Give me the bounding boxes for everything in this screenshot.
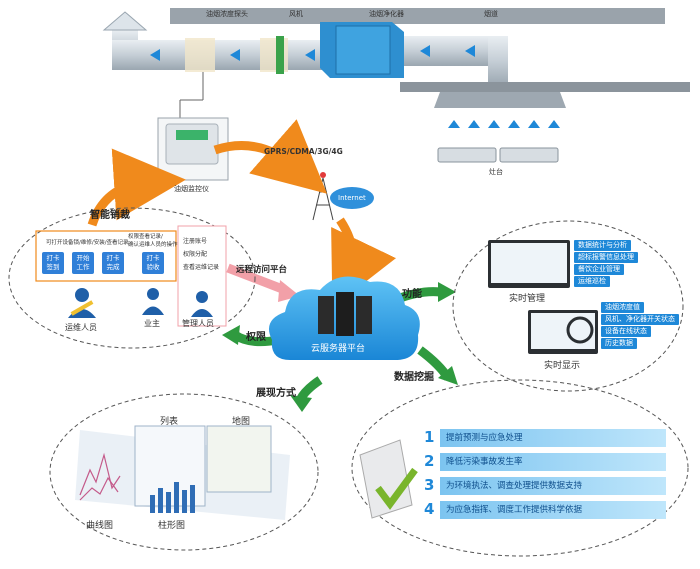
magnifier-icon xyxy=(566,316,594,344)
display-label: 展现方式 xyxy=(256,388,296,399)
arrow-smart-lock xyxy=(87,148,186,227)
workflow-note: 可打开设备锁/维修/安装/查看记录 xyxy=(46,240,129,246)
smart-lock-label: 智能销裁 xyxy=(90,210,130,221)
step-finish: 打卡 完成 xyxy=(102,252,124,274)
confirm-note-2: 确认运维人员的操作 xyxy=(128,242,178,248)
arrow-network-to-cloud xyxy=(331,217,397,308)
airflow-arrows xyxy=(150,45,475,61)
stove-label: 灶台 xyxy=(489,168,503,176)
mining-label: 数据挖掘 xyxy=(394,372,434,383)
arrow-monitor-to-network xyxy=(213,119,328,194)
display-map-label: 地图 xyxy=(232,417,251,427)
purifier-label: 油烟净化器 xyxy=(369,10,404,18)
step-start-work: 开始 工作 xyxy=(72,252,94,274)
mining-item-1: 提前预测与应急处理 xyxy=(440,429,666,447)
mgmt-item-patrol: 运维巡检 xyxy=(574,276,610,287)
checklist-doc xyxy=(359,439,413,519)
duct-label: 烟道 xyxy=(484,10,498,18)
role-maintainer: 运维人员 xyxy=(65,323,97,332)
role-ellipse xyxy=(8,207,256,349)
stove-right xyxy=(499,147,559,163)
permission-label: 权限 xyxy=(246,332,266,343)
mining-ellipse xyxy=(351,379,689,557)
map-screen xyxy=(206,425,272,493)
signal-tower-icon xyxy=(312,177,334,221)
probe-label: 油烟浓度探头 xyxy=(206,10,248,18)
server-icon xyxy=(318,296,334,334)
realtime-show-label: 实时显示 xyxy=(544,361,581,371)
display-curve-label: 曲线图 xyxy=(86,521,114,531)
mgmt-item-stats: 数据统计与分析 xyxy=(574,240,631,251)
mgmt-item-alarm: 超标报警信息处理 xyxy=(574,252,638,263)
admin-item-permission: 权限分配 xyxy=(183,251,208,258)
mining-num-4: 4 xyxy=(424,500,435,518)
maintainer-avatar-icon xyxy=(68,288,96,318)
internet-label: Internet xyxy=(338,194,366,202)
step-accept: 打卡 验收 xyxy=(142,252,164,274)
mining-num-2: 2 xyxy=(424,452,435,470)
mining-num-1: 1 xyxy=(424,428,435,446)
admin-item-records: 查看运维记录 xyxy=(183,264,220,271)
mining-num-3: 3 xyxy=(424,476,435,494)
role-owner: 业主 xyxy=(144,319,160,328)
function-ellipse xyxy=(452,220,684,392)
remote-label: 远程访问平台 xyxy=(236,265,288,275)
cloud-label: 云服务器平台 xyxy=(311,344,366,354)
stove-left xyxy=(437,147,497,163)
internet-cloud-icon xyxy=(330,187,374,209)
fan-icon xyxy=(276,36,284,74)
admin-item-register: 注册账号 xyxy=(183,238,208,245)
show-item-online: 设备在线状态 xyxy=(601,326,651,337)
workflow-frame xyxy=(35,230,177,282)
display-list-label: 列表 xyxy=(160,417,179,427)
confirm-note-1: 权限查看记录/ xyxy=(128,234,163,240)
display-bar-label: 柱形图 xyxy=(158,521,186,531)
display-ellipse xyxy=(49,393,319,551)
monitor-label: 油烟监控仪 xyxy=(174,185,209,193)
network-label: GPRS/CDMA/3G/4G xyxy=(264,147,343,156)
mining-item-3: 为环境执法、调查处理提供数据支持 xyxy=(440,477,666,495)
admin-avatar-icon xyxy=(191,291,213,317)
fan-label: 风机 xyxy=(289,10,303,18)
checkmark-icon xyxy=(375,467,418,510)
role-admin: 管理人员 xyxy=(182,319,214,328)
mining-item-4: 为应急指挥、调度工作提供科学依据 xyxy=(440,501,666,519)
curve-graph xyxy=(79,452,121,501)
show-item-switch: 风机、净化器开关状态 xyxy=(601,314,679,325)
function-label: 功能 xyxy=(402,289,422,300)
show-item-concentration: 油烟浓度值 xyxy=(601,302,644,313)
show-item-history: 历史数据 xyxy=(601,338,637,349)
bar-graph xyxy=(150,482,195,513)
ceiling-slab xyxy=(170,8,665,24)
step-checkin: 打卡 签到 xyxy=(42,252,64,274)
realtime-mgmt-label: 实时管理 xyxy=(509,294,546,304)
mining-item-2: 降低污染事故发生率 xyxy=(440,453,666,471)
mgmt-item-enterprise: 餐饮企业管理 xyxy=(574,264,624,275)
owner-avatar-icon xyxy=(142,288,164,315)
arrow-remote xyxy=(226,263,287,295)
